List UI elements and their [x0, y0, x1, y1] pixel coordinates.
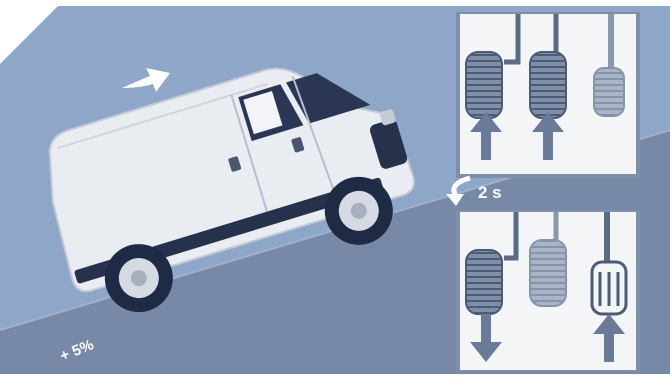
pedal-icon	[593, 67, 625, 117]
motion-arrow-icon	[122, 68, 170, 92]
up-arrow-icon	[593, 314, 625, 362]
pedal-panel-step-1	[456, 12, 640, 178]
rear-wheel	[104, 244, 173, 313]
pedal-icon	[529, 51, 567, 119]
windscreen	[286, 73, 371, 124]
pedal-icon	[590, 260, 628, 316]
van	[48, 67, 415, 313]
pedal-panel-step-2	[456, 210, 640, 372]
pedal-icon	[529, 239, 567, 307]
van-body	[48, 67, 415, 293]
timer-label: 2 s	[478, 183, 502, 202]
curved-return-arrow-icon	[446, 175, 471, 206]
side-moulding	[151, 177, 384, 260]
front-wheel	[324, 176, 393, 245]
up-arrow-icon	[470, 112, 502, 160]
down-arrow-icon	[470, 314, 502, 362]
pedal-icon	[465, 249, 503, 315]
pedal-icon	[465, 51, 503, 119]
up-arrow-icon	[532, 112, 564, 160]
